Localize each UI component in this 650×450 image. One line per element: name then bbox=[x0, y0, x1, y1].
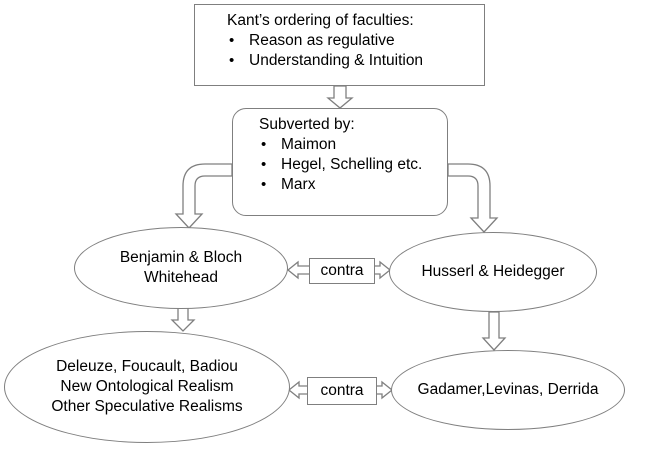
benjamin-bloch-label: Benjamin & Bloch bbox=[119, 249, 243, 266]
subverted-item-marx: Marx bbox=[255, 175, 447, 195]
arrow-contra-bottom bbox=[287, 380, 309, 400]
kant-item-reason: Reason as regulative bbox=[223, 31, 484, 51]
arrow-left-mid-to-bottom bbox=[170, 306, 196, 332]
gadamer-levinas-ellipse: Gadamer,Levinas, Derrida bbox=[391, 350, 625, 430]
contra-bottom-label: contra bbox=[320, 382, 364, 399]
whitehead-label: Whitehead bbox=[143, 269, 219, 286]
contra-mid-label-box: contra bbox=[309, 258, 375, 284]
husserl-heidegger-ellipse: Husserl & Heidegger bbox=[389, 232, 597, 312]
arrow-subverted-to-right bbox=[447, 163, 499, 233]
arrow-subverted-to-left bbox=[174, 163, 233, 229]
kant-faculties-box: Kant’s ordering of faculties: Reason as … bbox=[194, 4, 485, 86]
subverted-item-hegel: Hegel, Schelling etc. bbox=[255, 155, 447, 175]
husserl-heidegger-label: Husserl & Heidegger bbox=[421, 263, 565, 280]
benjamin-bloch-ellipse: Benjamin & Bloch Whitehead bbox=[74, 227, 288, 309]
arrow-contra-mid bbox=[286, 260, 311, 280]
speculative-realisms-line: Other Speculative Realisms bbox=[51, 398, 243, 415]
deleuze-line: Deleuze, Foucault, Badiou bbox=[56, 358, 238, 375]
gadamer-levinas-label: Gadamer,Levinas, Derrida bbox=[417, 381, 599, 398]
contra-mid-label: contra bbox=[320, 262, 364, 279]
new-ontological-realism-line: New Ontological Realism bbox=[60, 378, 234, 395]
kant-item-understanding: Understanding & Intuition bbox=[223, 51, 484, 71]
kant-heading: Kant’s ordering of faculties: bbox=[227, 12, 414, 29]
arrow-right-mid-to-bottom bbox=[481, 311, 507, 351]
subverted-item-maimon: Maimon bbox=[255, 135, 447, 155]
subverted-by-box: Subverted by: Maimon Hegel, Schelling et… bbox=[232, 108, 448, 216]
contra-bottom-label-box: contra bbox=[307, 377, 377, 405]
subverted-heading: Subverted by: bbox=[259, 116, 355, 133]
deleuze-foucault-ellipse: Deleuze, Foucault, Badiou New Ontologica… bbox=[4, 331, 290, 443]
arrow-top-to-subverted bbox=[326, 85, 354, 109]
